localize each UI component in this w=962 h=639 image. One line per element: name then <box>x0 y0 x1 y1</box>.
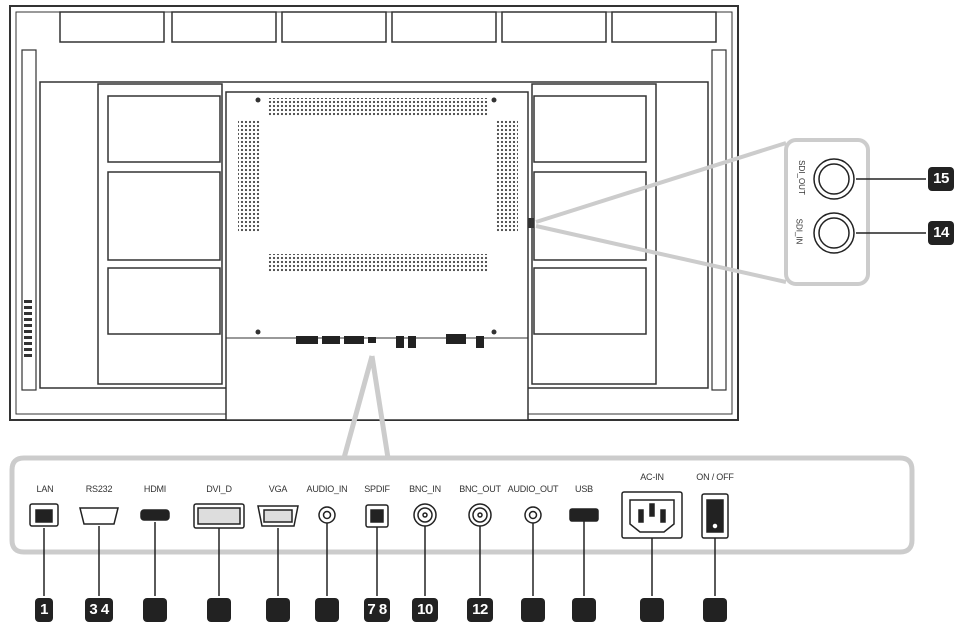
port-label-rs232: RS232 <box>85 484 113 494</box>
port-label-bnc-out: BNC_OUT <box>459 484 501 494</box>
badge-rs232: 3 4 <box>85 598 113 622</box>
badge-bnc-in: 10 <box>412 598 438 622</box>
port-label-usb: USB <box>575 484 593 494</box>
badge-sdi-out: 15 <box>928 167 954 191</box>
port-label-bnc-in: BNC_IN <box>409 484 441 494</box>
port-label-audio-in: AUDIO_IN <box>306 484 348 494</box>
badge-dvi-d <box>207 598 231 622</box>
badge-sdi-in: 14 <box>928 221 954 245</box>
badge-hdmi <box>143 598 167 622</box>
port-label-ac-in: AC-IN <box>640 472 664 482</box>
badge-audio-in <box>315 598 339 622</box>
port-label-hdmi: HDMI <box>143 484 167 494</box>
sdi-connectors <box>813 158 855 254</box>
side-strips <box>21 49 727 391</box>
top-brackets <box>59 11 717 43</box>
port-label-spdif: SPDIF <box>364 484 390 494</box>
side-callout <box>535 138 870 286</box>
port-label-vga: VGA <box>268 484 288 494</box>
badge-on-off <box>703 598 727 622</box>
port-label-dvi-d: DVI_D <box>206 484 232 494</box>
badge-usb <box>572 598 596 622</box>
badge-lan: 1 <box>35 598 53 622</box>
central-plate <box>225 91 534 421</box>
port-label-sdi-out: SDI_OUT <box>796 160 806 195</box>
port-label-lan: LAN <box>36 484 54 494</box>
port-label-audio-out: AUDIO_OUT <box>507 484 559 494</box>
bottom-callout <box>9 355 915 555</box>
badge-vga <box>266 598 290 622</box>
left-side-buttons <box>24 300 32 357</box>
port-label-on-off: ON / OFF <box>696 472 734 482</box>
badge-ac-in <box>640 598 664 622</box>
badge-bnc-out: 12 <box>467 598 493 622</box>
leader-lines <box>43 178 926 596</box>
badge-audio-out <box>521 598 545 622</box>
badge-spdif: 7 8 <box>364 598 390 622</box>
port-label-sdi-in: SDI_IN <box>794 218 804 245</box>
connector-graphics <box>29 491 729 539</box>
cover-panels <box>97 83 657 385</box>
